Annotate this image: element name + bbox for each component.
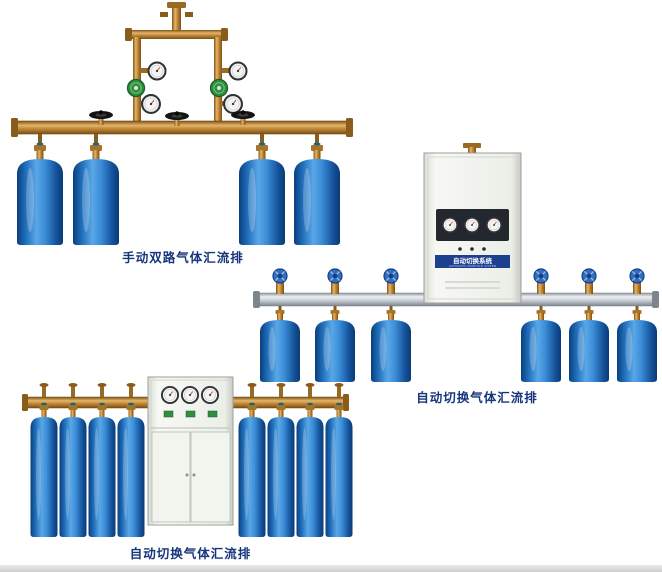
gas-cylinder xyxy=(238,402,266,537)
gas-cylinder xyxy=(73,142,119,245)
valve-handwheel xyxy=(327,268,343,284)
cylinder-connections xyxy=(38,134,319,144)
gas-cylinder xyxy=(569,310,609,382)
valve-handwheel xyxy=(629,268,645,284)
cabinet-label-band xyxy=(435,255,510,268)
gas-cylinder xyxy=(617,310,657,382)
auto-switch-manifold-bottom-figure xyxy=(22,376,353,537)
pressure-gauge xyxy=(228,61,248,81)
cabinet-label: 自动切换系统 xyxy=(453,256,493,265)
pressure-gauge xyxy=(223,94,243,114)
gas-cylinder xyxy=(30,402,58,537)
valve-handwheel xyxy=(533,268,549,284)
pressure-gauge xyxy=(441,216,459,234)
pressure-gauge xyxy=(200,385,220,405)
caption-auto-switch-manifold-right: 自动切换气体汇流排 xyxy=(416,390,538,405)
valve-handwheel xyxy=(581,268,597,284)
control-cabinet xyxy=(147,376,234,526)
gas-cylinder xyxy=(521,310,561,382)
pressure-gauge xyxy=(485,216,503,234)
right-regulator-station xyxy=(209,61,248,114)
door-handle xyxy=(192,473,196,477)
valve-handwheel xyxy=(272,268,288,284)
gas-cylinder xyxy=(117,402,145,537)
regulator-valve xyxy=(209,78,229,98)
indicator-button xyxy=(163,410,174,418)
pressure-gauge xyxy=(147,61,167,81)
pressure-gauge xyxy=(141,94,161,114)
auto-switch-manifold-figure: 自动切换系统 AUTOMATIC MANIFOLD SYSTEM xyxy=(253,143,659,382)
door-handle xyxy=(185,473,189,477)
indicator-button xyxy=(185,410,196,418)
pressure-gauge xyxy=(160,385,180,405)
pressure-gauge xyxy=(463,216,481,234)
indicator-button xyxy=(207,410,218,418)
control-cabinet: 自动切换系统 AUTOMATIC MANIFOLD SYSTEM xyxy=(423,143,522,304)
bottom-edge-strip xyxy=(0,565,662,572)
gas-cylinder xyxy=(325,402,353,537)
gas-cylinder xyxy=(267,402,295,537)
cabinet-door xyxy=(190,431,231,523)
caption-auto-switch-manifold-bottom: 自动切换气体汇流排 xyxy=(129,546,252,561)
cabinet-door xyxy=(151,431,191,523)
indicator-light xyxy=(470,247,474,251)
pressure-gauge xyxy=(180,385,200,405)
gas-cylinder xyxy=(17,142,63,245)
regulator-valve xyxy=(126,78,146,98)
gas-cylinder xyxy=(59,402,87,537)
manual-dual-manifold-figure xyxy=(11,2,353,245)
indicator-light xyxy=(458,247,462,251)
caption-manual-dual-manifold: 手动双路气体汇流排 xyxy=(122,250,244,265)
gas-cylinder xyxy=(296,402,324,537)
cabinet-sublabel: AUTOMATIC MANIFOLD SYSTEM xyxy=(449,264,497,268)
left-regulator-station xyxy=(126,61,167,114)
manifold-pipe xyxy=(11,118,353,137)
indicator-light xyxy=(482,247,486,251)
gas-cylinder xyxy=(88,402,116,537)
gas-cylinder xyxy=(371,310,411,382)
valve-handwheel xyxy=(383,268,399,284)
